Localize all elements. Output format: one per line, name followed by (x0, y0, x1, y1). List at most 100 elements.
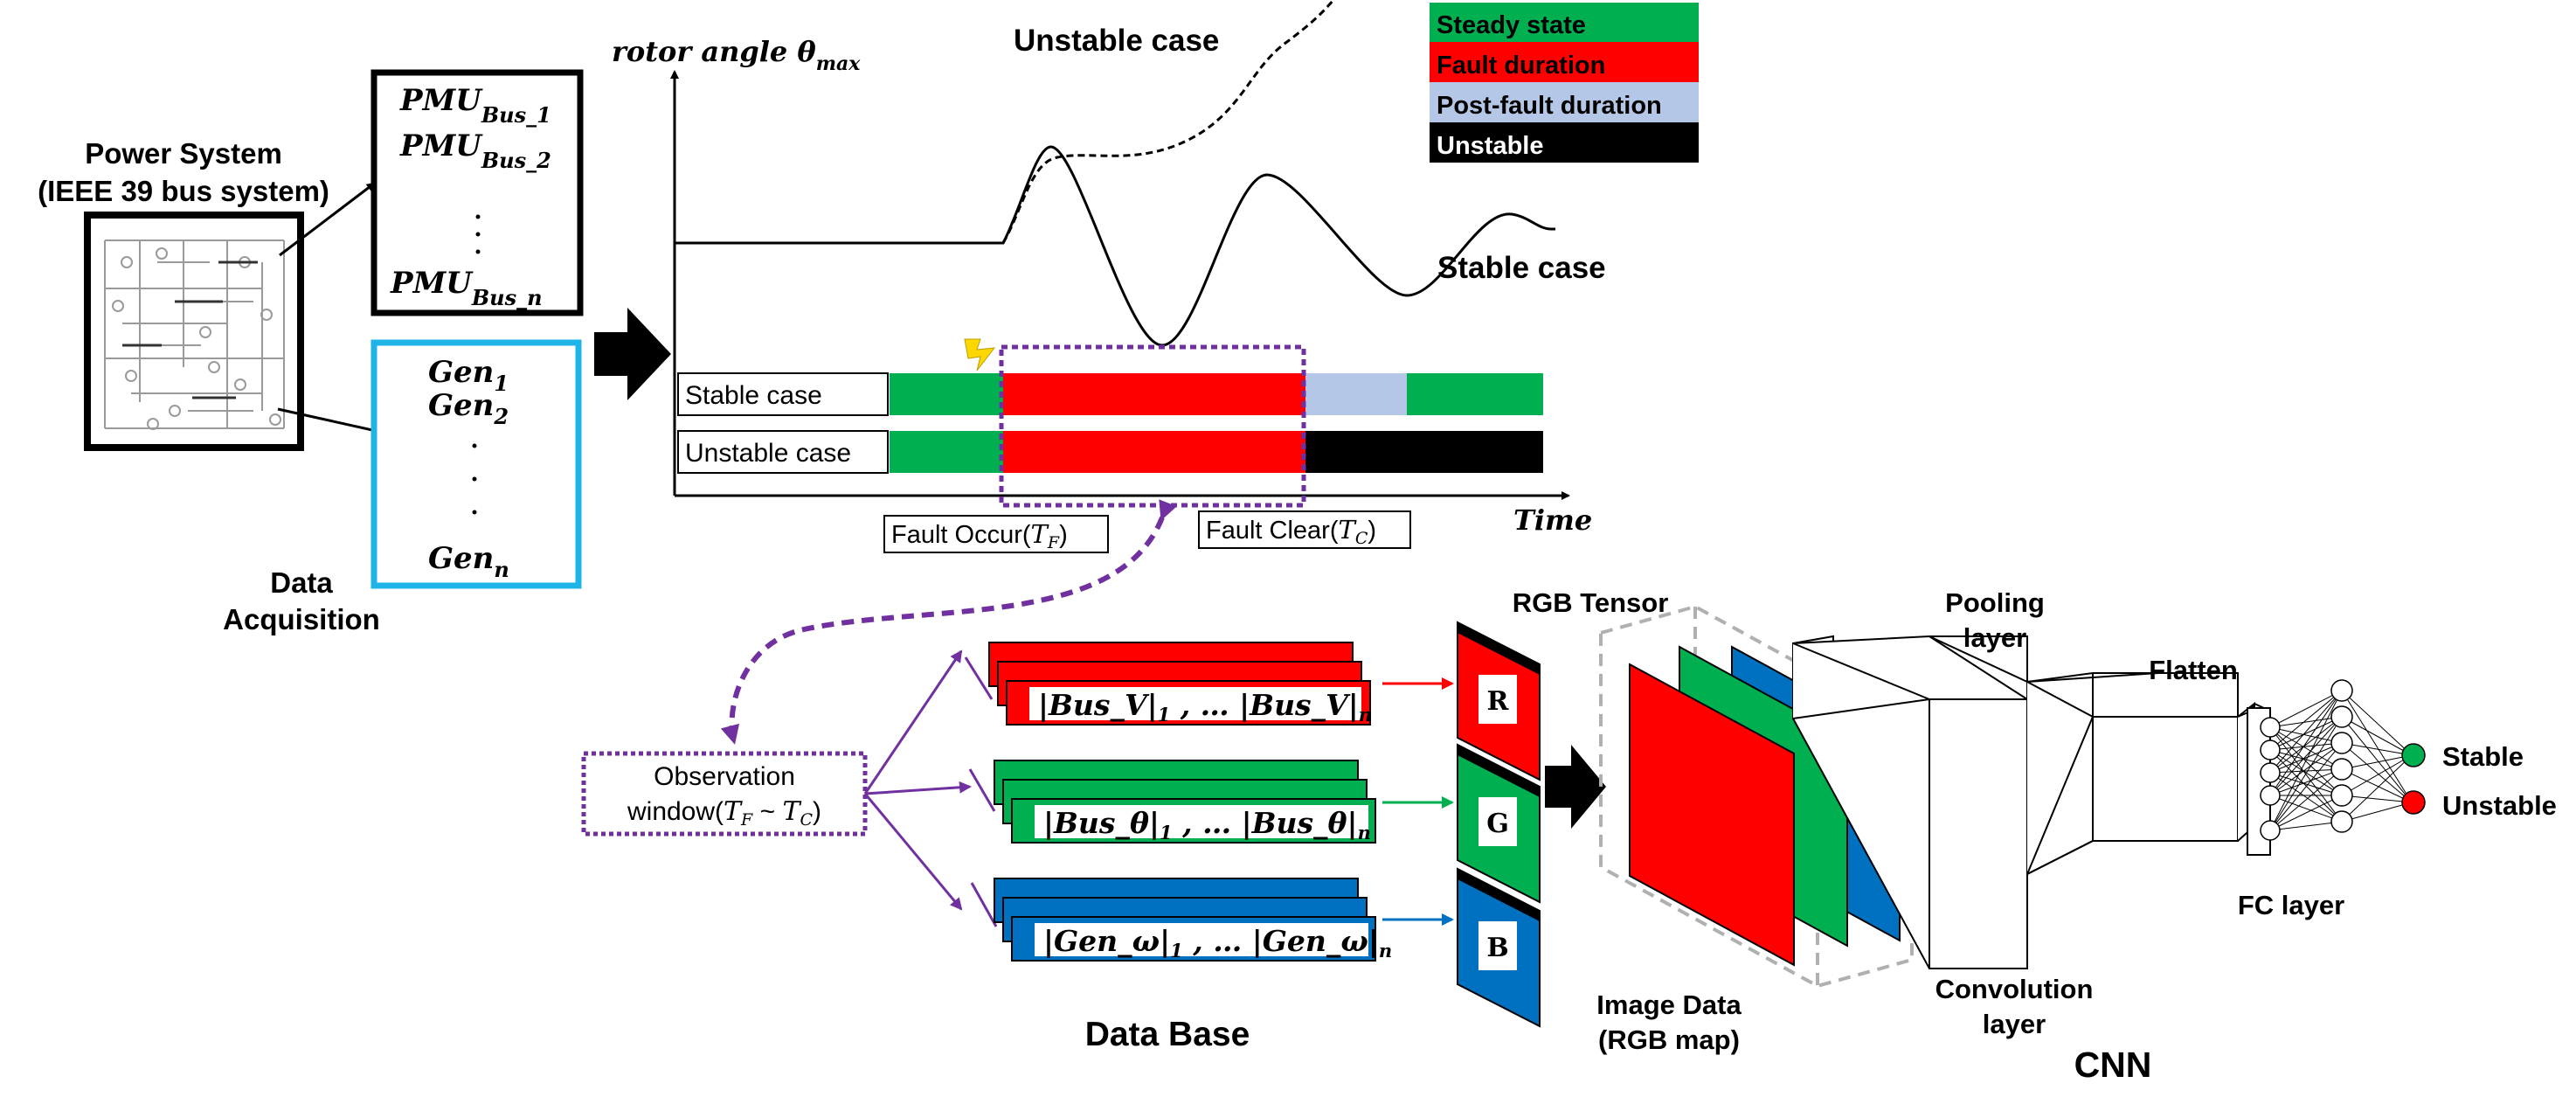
row2-unstable-segment (1305, 431, 1543, 473)
pmu-bus-1: PMUBus_1 (399, 83, 551, 128)
lightning-icon (964, 338, 996, 371)
data-acquisition-label-1: Data (270, 566, 333, 599)
pmu-link-arrow (279, 182, 376, 257)
observation-link-arrow (720, 499, 1177, 745)
convolution-layer-block (1929, 698, 2028, 969)
row2-steady-segment (890, 431, 1003, 473)
database-red-stack: |Bus_V|1 , … |Bus_V|n (988, 642, 1372, 726)
bus-theta-series-label: |Bus_θ|1 , … |Bus_θ|n (1043, 806, 1371, 844)
gen-dot (472, 510, 477, 515)
gen-dot (472, 476, 477, 482)
output-unstable-node (2401, 790, 2426, 815)
timeline-row1-label-box (677, 372, 889, 416)
red-text-box (1029, 687, 1361, 720)
legend-steady-swatch (1430, 3, 1699, 42)
fault-clear-label: Fault Clear(TC) (1206, 515, 1376, 548)
channel-r-label: R (1487, 686, 1510, 717)
bus-bar-marks (122, 260, 258, 399)
gen-box (370, 339, 582, 589)
rgb-tensor-label: RGB Tensor (1513, 587, 1669, 618)
pmu-box (370, 69, 584, 316)
channel-b-label: B (1486, 933, 1508, 963)
tensor-red-plane (1629, 663, 1795, 967)
pmu-bus-n: PMUBus_n (390, 266, 543, 310)
row1-postfault-segment (1305, 373, 1407, 415)
channel-b-tile: B (1457, 867, 1541, 1028)
flatten-label: Flatten (2149, 655, 2238, 685)
pmu-dot (475, 232, 481, 237)
output-unstable-label: Unstable (2442, 790, 2557, 821)
row1-steady-segment (890, 373, 1003, 415)
fc-layer-label: FC layer (2238, 890, 2344, 920)
gen-dot (472, 443, 477, 448)
power-system-title: Power System (85, 137, 282, 170)
row1-steady-after-segment (1407, 373, 1543, 415)
legend-fault-swatch (1430, 42, 1699, 82)
power-system-group: Power System (IEEE 39 bus system) Data A… (38, 137, 380, 635)
database-blue-stack: |Gen_ω|1 , … |Gen_ω|n (994, 878, 1392, 962)
legend-unstable-swatch (1430, 122, 1699, 163)
stable-case-label: Stable case (1437, 251, 1606, 285)
legend: Steady state Fault duration Post-fault d… (1430, 3, 1699, 163)
output-stable-label: Stable (2442, 741, 2524, 772)
gen-2: Gen2 (428, 388, 509, 429)
rotor-angle-plot: rotor angle θmax Time Unstable case Stab… (612, 0, 1606, 537)
observation-window-box (999, 344, 1306, 508)
observation-window-group: Observation window(TF ~ TC) (581, 751, 868, 837)
pmu-bus-2: PMUBus_2 (399, 128, 551, 173)
stable-curve (675, 145, 1555, 347)
legend-steady-label: Steady state (1437, 11, 1586, 39)
pmu-dot (475, 249, 481, 254)
gen-n: Genn (428, 541, 509, 582)
channel-r-tile: R (1457, 621, 1541, 781)
timeline-bars: Stable case Unstable case Fault Occur(TF… (677, 338, 1543, 553)
fault-clear-box (1198, 510, 1411, 549)
database-green-stack: |Bus_θ|1 , … |Bus_θ|n (994, 760, 1376, 844)
pmu-dot (475, 214, 481, 219)
power-system-box (84, 212, 304, 451)
row2-fault-segment (1003, 431, 1305, 473)
green-text-box (1035, 805, 1368, 838)
row1-fault-segment (1003, 373, 1305, 415)
pooling-label-1: Pooling (1945, 587, 2045, 618)
timeline-row2-label-box (677, 430, 889, 474)
fc-nodes (2260, 679, 2353, 841)
bus-system-schematic-icon (104, 240, 285, 430)
convolution-label-2: layer (1983, 1009, 2046, 1039)
legend-unstable-label: Unstable (1437, 132, 1543, 160)
timeline-row1-label: Stable case (685, 381, 822, 410)
legend-postfault-swatch (1430, 82, 1699, 122)
observation-window-label-box (581, 751, 868, 837)
timeline-row2-label: Unstable case (685, 439, 851, 468)
image-data-label-2: (RGB map) (1598, 1024, 1740, 1055)
channel-g-tile: G (1457, 743, 1541, 904)
fault-occur-label: Fault Occur(TF) (891, 519, 1068, 552)
pooling-layer-block (2092, 716, 2239, 842)
big-arrow-to-plot (594, 308, 671, 400)
gen-1: Gen1 (428, 355, 509, 396)
cnn-group (1792, 635, 2271, 969)
fc-network (2269, 690, 2413, 831)
power-system-subtitle: (IEEE 39 bus system) (38, 175, 329, 207)
data-acquisition-label-2: Acquisition (223, 603, 380, 635)
image-data-label-1: Image Data (1596, 989, 1742, 1020)
observation-window-title: Observation (654, 762, 795, 791)
convolution-label-1: Convolution (1935, 974, 2094, 1004)
observation-window-range: window(TF ~ TC) (627, 796, 821, 830)
gen-omega-series-label: |Gen_ω|1 , … |Gen_ω|n (1043, 924, 1392, 962)
cnn-title: CNN (2074, 1045, 2152, 1085)
legend-fault-label: Fault duration (1437, 52, 1605, 80)
pmu-box-group: PMUBus_1 PMUBus_2 PMUBus_n (370, 69, 584, 316)
observation-fanout (863, 649, 998, 927)
output-stable-node (2401, 743, 2426, 767)
x-axis-label: Time (1513, 503, 1592, 537)
blue-text-box (1035, 923, 1368, 956)
gen-box-group: Gen1 Gen2 Genn (370, 339, 582, 589)
channel-g-label: G (1486, 809, 1509, 839)
database-title: Data Base (1085, 1016, 1250, 1053)
bus-v-series-label: |Bus_V|1 , … |Bus_V|n (1038, 688, 1372, 726)
y-axis-label: rotor angle θmax (612, 35, 861, 75)
big-arrow-to-tensor (1545, 745, 1606, 829)
